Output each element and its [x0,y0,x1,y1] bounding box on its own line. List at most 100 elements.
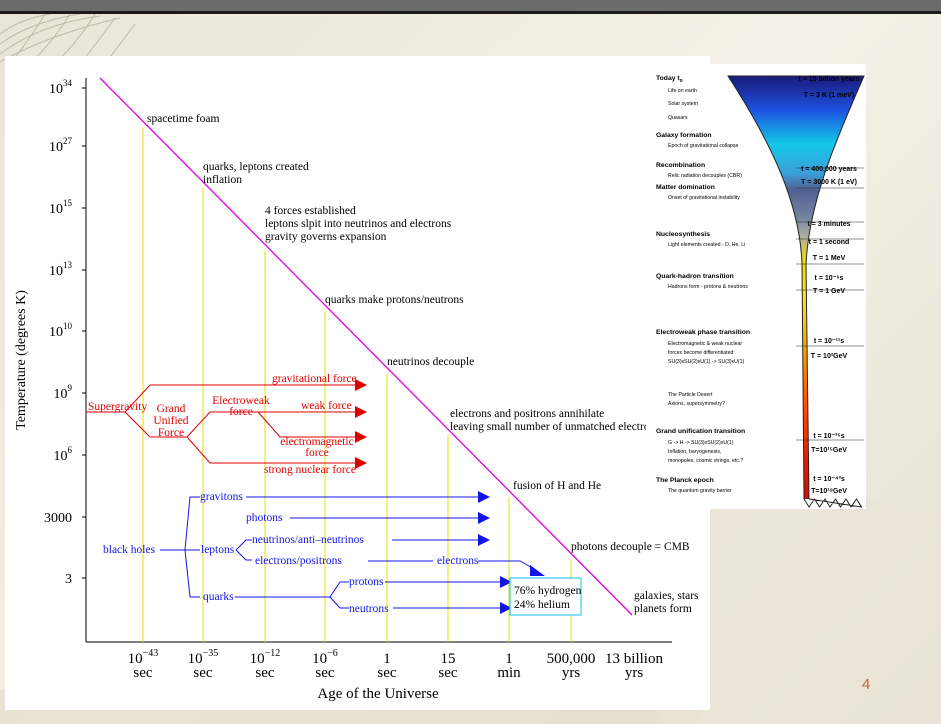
y-tick-label: 3 [65,572,72,587]
particle-brace [184,496,200,598]
strong-force-label: strong nuclear force [264,464,356,476]
protons-branch [329,581,349,598]
gut-label: Force [158,427,184,439]
funnel-epoch-text: Nucleosynthesis [656,231,710,238]
gravitons-arrowhead [478,491,490,503]
funnel-epoch-text: Grand unification transition [656,428,745,435]
x-tick-base: 10 [188,651,203,667]
funnel-band-label: t = 10⁻³⁵s [813,433,844,440]
neutrinos-arrowhead [478,534,490,546]
photons-label: photons [246,512,283,524]
composition-label: 24% helium [514,599,570,611]
funnel-epoch-text: Axions, supersymmetry? [668,401,725,407]
funnel-band-label: t = 1 second [809,239,850,246]
x-tick-unit: yrs [562,665,580,681]
funnel-epoch-label: G -> H -> SU(3)xSU(2)xU(1) [668,440,734,446]
weak-force-label: weak force [301,400,352,412]
funnel-epoch-text: The quantum gravity barrier [668,488,732,494]
electrons-line-b [478,560,537,571]
neutrons-label: neutrons [349,603,389,615]
event-label: 4 forces established [265,205,356,217]
x-tick-value: 1 [505,651,513,667]
slide-number: 4 [862,676,871,693]
gut-label: Grand [157,403,186,415]
event-label: quarks make protons/neutrons [325,294,464,306]
x-tick-unit: min [497,665,521,681]
gut-branch-line [124,411,187,438]
funnel-epoch-label: Light elements created - D, He, Li [668,242,745,248]
funnel-epoch-text: forces become differentiated: [668,350,735,356]
y-tick-base: 10 [49,325,63,340]
funnel-teeth [803,498,863,508]
protons-arrowhead [500,576,512,588]
gravity-branch-line [124,384,363,413]
x-tick-value: 10−43 [128,648,159,667]
x-tick-base: 10 [312,651,327,667]
y-tick-label: 1027 [49,136,73,155]
funnel-epoch-text: Onset of gravitational instability [668,195,740,201]
supergravity-label: Supergravity [88,401,147,413]
funnel-band-label: t = 15 billion years [799,76,860,83]
funnel-epoch-label: Nucleosynthesis [656,231,710,238]
funnel-epoch-label: The Particle Desert [668,392,713,398]
electrons-arrowhead [530,565,545,576]
y-tick-base: 10 [54,449,68,464]
funnel-epoch-label: The quantum gravity barrier [668,488,732,494]
event-label: quarks, leptons created [203,161,309,173]
y-tick-base: 10 [49,202,63,217]
funnel-epoch-label: Relic radiation decouples (CBR) [668,173,742,179]
funnel-epoch-label: Inflation, baryogenesis, [668,449,721,455]
event-label: fusion of H and He [513,480,601,492]
electrons-label: electrons [437,555,479,567]
y-tick-base: 3000 [44,511,72,526]
gut-label: Unified [153,415,188,427]
title-bar-rule [0,11,941,14]
electrons-branch [235,549,252,561]
y-tick-label: 1034 [49,78,73,97]
y-tick-exponent: 27 [63,136,73,146]
funnel-epoch-label: The Planck epoch [656,477,714,484]
funnel-epoch-label: Solar system [668,101,698,107]
funnel-epoch-label: Electroweak phase transition [656,329,750,336]
electroweak-label: Electroweak [212,395,270,407]
x-tick-unit: sec [438,665,457,681]
x-tick-value: 10−12 [250,648,281,667]
x-tick-value: 1 [383,651,391,667]
y-tick-base: 10 [49,82,63,97]
x-tick-exponent: −35 [203,648,219,659]
funnel-epoch-label: Onset of gravitational instability [668,195,740,201]
funnel-epoch-text: monopoles, cosmic strings, etc.? [668,458,743,464]
x-axis-title: Age of the Universe [317,686,439,702]
electroweak-label: force [229,406,253,418]
composition-label: 76% hydrogen [514,585,582,597]
x-tick-value: 10−35 [188,648,219,667]
electromagnetic-force-label: force [305,447,329,459]
funnel-epoch-text: Matter domination [656,184,715,191]
x-tick-value: 13 billion [605,651,663,667]
em-line [257,411,355,438]
y-tick-base: 10 [49,140,63,155]
gravitational-force-label: gravitational force [272,373,357,385]
y-tick-label: 106 [54,445,73,464]
funnel-epoch-label: Life on earth [668,88,697,94]
x-tick-exponent: −43 [143,648,159,659]
y-tick-exponent: 10 [63,321,73,331]
neutrinos-label: neutrinos/anti–neutrinos [252,534,364,546]
weak-arrowhead [355,406,367,418]
funnel-epoch-label: Today to [656,75,683,84]
funnel-epoch-subscript: o [680,78,683,84]
x-tick-base: 1 [505,651,513,667]
funnel-epoch-label: monopoles, cosmic strings, etc.? [668,458,743,464]
x-tick-base: 500,000 [547,651,596,667]
funnel-epoch-text: SU(3)xSU(2)xU(1) -> SU(3)xU(1) [668,359,745,365]
universe-timeline-diagram: 1034102710151013101010910630003Temperatu… [14,77,699,702]
funnel-epoch-label: Hadrons form - protons & neutrons [668,284,748,290]
x-tick-unit: sec [133,665,152,681]
x-tick-value: 15 [441,651,456,667]
neutrons-arrowhead [500,602,512,614]
x-tick-base: 10 [250,651,265,667]
funnel-band-label: T = 1 GeV [813,288,845,295]
funnel-band-label: T=10¹⁵GeV [811,447,847,454]
y-tick-base: 3 [65,572,72,587]
